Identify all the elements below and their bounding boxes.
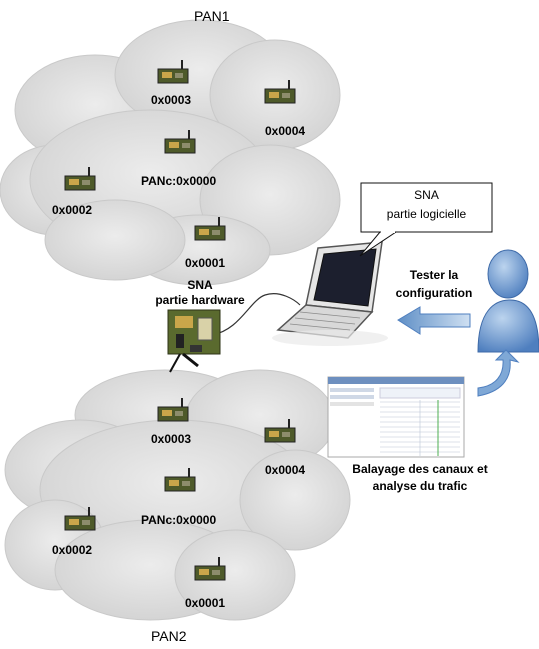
sensor-node-icon bbox=[62, 165, 98, 195]
node-label: 0x0002 bbox=[52, 543, 93, 557]
sensor-node-icon bbox=[262, 417, 298, 447]
sensor-node-icon bbox=[192, 555, 228, 585]
usb-cable bbox=[211, 293, 301, 336]
sensor-node-icon bbox=[192, 215, 228, 245]
sna-hardware-subtitle: partie hardware bbox=[155, 293, 245, 307]
user-action-line1: Tester la bbox=[409, 268, 459, 282]
node-label: 0x0002 bbox=[52, 203, 93, 217]
node-label: 0x0001 bbox=[185, 256, 226, 270]
node-label: 0x0001 bbox=[185, 596, 226, 610]
user-action-line2: configuration bbox=[395, 286, 473, 300]
coordinator-label: PANc:0x0000 bbox=[141, 174, 217, 188]
sensor-node-icon bbox=[62, 505, 98, 535]
user-icon bbox=[477, 249, 539, 353]
sna-software-title: SNA bbox=[414, 188, 439, 202]
pan2-cloud bbox=[4, 369, 351, 621]
action-arrow-icon bbox=[397, 306, 471, 335]
node-label: 0x0004 bbox=[265, 463, 306, 477]
sensor-node-icon bbox=[155, 396, 191, 426]
laptop-icon bbox=[272, 241, 388, 346]
traffic-caption-line2: analyse du trafic bbox=[372, 479, 468, 493]
curved-arrow-icon bbox=[477, 349, 520, 397]
coordinator-label: PANc:0x0000 bbox=[141, 513, 217, 527]
node-label: 0x0004 bbox=[265, 124, 306, 138]
sensor-node-icon bbox=[162, 128, 198, 158]
sensor-node-icon bbox=[155, 58, 191, 88]
hardware-board-icon bbox=[167, 309, 221, 373]
sensor-node-icon bbox=[162, 466, 198, 496]
node-label: 0x0003 bbox=[151, 432, 192, 446]
node-label: 0x0003 bbox=[151, 93, 192, 107]
traffic-caption-line1: Balayage des canaux et bbox=[352, 462, 488, 476]
sna-software-callout bbox=[359, 182, 493, 257]
sensor-node-icon bbox=[262, 78, 298, 108]
software-screenshot-icon bbox=[327, 376, 465, 458]
sna-software-subtitle: partie logicielle bbox=[386, 207, 467, 221]
pan1-title: PAN1 bbox=[194, 8, 230, 24]
pan2-title: PAN2 bbox=[151, 628, 187, 644]
sna-hardware-title: SNA bbox=[187, 278, 213, 292]
pan1-cloud bbox=[0, 19, 341, 286]
